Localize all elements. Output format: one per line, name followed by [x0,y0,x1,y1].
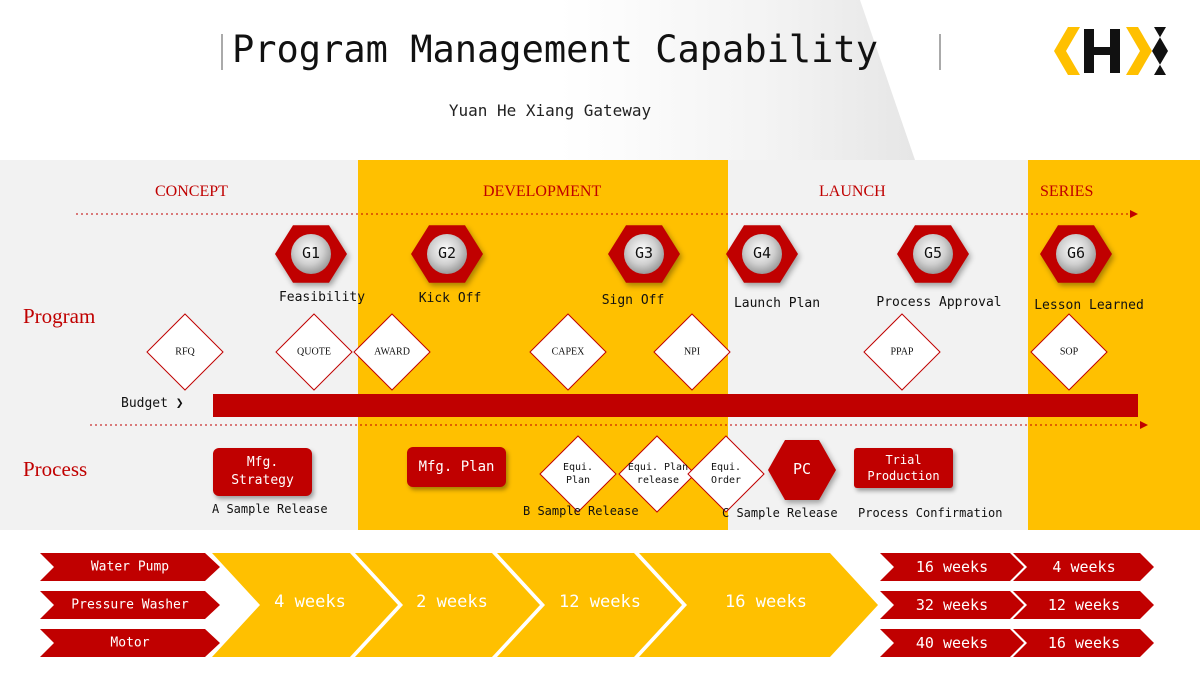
pc-hexagon [768,440,836,500]
duration-2-weeks: 2 weeks [416,592,488,612]
diamond-sop [1030,313,1108,391]
diamond-equi-plan [539,435,617,513]
budget-bar [213,394,1138,417]
launch-arrow-2 [880,591,1024,619]
milestone-capex: CAPEX [551,346,585,358]
milestone-quote: QUOTE [297,346,331,358]
gate-disc-5 [913,234,953,274]
series-arrow-1 [1013,553,1154,581]
equi-plan-release-text: Equi. Plan release [627,462,689,486]
product-pressure-washer: Pressure Washer [71,597,189,613]
gate-id-g4: G4 [752,244,772,262]
milestone-award: AWARD [374,346,410,358]
gate-label-kick-off: Kick Off [418,291,482,306]
release-c: C Sample Release [722,506,838,520]
budget-label: Budget ❯ [121,396,184,411]
series-arrow-2 [1013,591,1154,619]
product-water-pump: Water Pump [90,559,170,575]
series-duration-2: 12 weeks [1047,596,1121,614]
chevron-2-weeks [355,553,540,657]
gate-id-g3: G3 [634,244,654,262]
process-row-label: Process [23,457,88,481]
gate-id-g1: G1 [301,244,321,262]
program-row-label: Program [23,304,96,328]
launch-arrow-1 [880,553,1024,581]
mfg-strategy-box: Mfg. Strategy [213,448,312,496]
chevron-4-weeks [212,553,398,657]
gate-label-feasibility: Feasibility [278,290,366,305]
release-process-confirmation: Process Confirmation [858,506,1003,520]
launch-duration-3: 40 weeks [915,634,989,652]
diamond-capex [529,313,607,391]
phase-concept: CONCEPT [155,183,228,200]
title-divider-right [939,34,941,70]
gate-disc-3 [624,234,664,274]
diamond-rfq [146,313,224,391]
diamond-npi [653,313,731,391]
release-b: B Sample Release [523,504,639,518]
gate-disc-4 [742,234,782,274]
phase-series: SERIES [1040,183,1094,200]
mfg-plan-box: Mfg. Plan [407,447,506,487]
duration-12-weeks: 12 weeks [559,592,641,612]
gate-disc-1 [291,234,331,274]
gate-disc-6 [1056,234,1096,274]
gate-label-lesson-learned: Lesson Learned [1034,298,1144,313]
milestone-ppap: PPAP [890,346,914,358]
title-divider-left [221,34,223,70]
trial-production-box: Trial Production [854,448,953,488]
gate-id-g6: G6 [1066,244,1086,262]
launch-duration-1: 16 weeks [915,558,989,576]
series-duration-1: 4 weeks [1052,558,1116,576]
product-arrow-pressure-washer [40,591,220,619]
milestone-rfq: RFQ [175,346,195,358]
diamond-award [353,313,431,391]
gate-label-launch-plan: Launch Plan [733,296,821,311]
diamond-quote [275,313,353,391]
page-title: Program Management Capability [231,28,878,71]
page-subtitle: Yuan He Xiang Gateway [448,101,652,120]
milestone-npi: NPI [683,346,701,358]
launch-duration-2: 32 weeks [915,596,989,614]
series-duration-3: 16 weeks [1047,634,1121,652]
duration-16-weeks: 16 weeks [725,592,807,612]
pc-text: PC [792,460,812,478]
milestone-sop: SOP [1059,346,1079,358]
diamond-equi-plan-release [618,435,696,513]
gate-disc-2 [427,234,467,274]
phase-development: DEVELOPMENT [483,183,602,200]
equi-plan-text: Equi. Plan [562,462,594,486]
gate-id-g5: G5 [923,244,943,262]
release-a: A Sample Release [212,502,328,516]
gate-label-process-approval: Process Approval [876,295,1002,310]
chevron-16-weeks [639,553,878,657]
series-arrow-3 [1013,629,1154,657]
duration-4-weeks: 4 weeks [274,592,346,612]
diamond-equi-order [687,435,765,513]
launch-arrow-3 [880,629,1024,657]
diamond-ppap [863,313,941,391]
product-arrow-water-pump [40,553,220,581]
gate-id-g2: G2 [437,244,457,262]
xhx-logo [1054,27,1168,75]
product-motor: Motor [110,635,150,651]
gate-label-sign-off: Sign Off [601,293,665,308]
product-arrow-motor [40,629,220,657]
phase-launch: LAUNCH [819,183,886,200]
equi-order-text: Equi. Order [710,462,742,486]
chevron-12-weeks [497,553,682,657]
